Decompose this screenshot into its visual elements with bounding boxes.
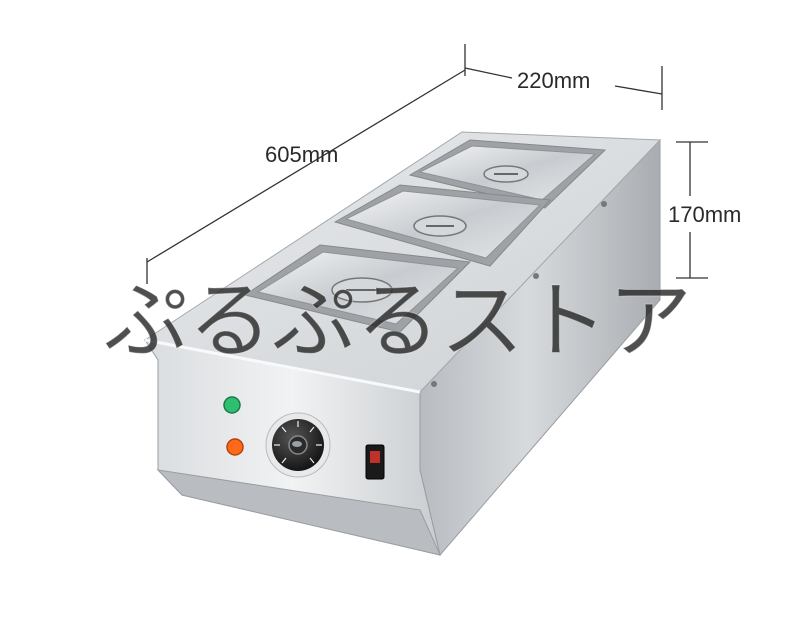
well-front xyxy=(243,244,472,333)
dimension-height: 170mm xyxy=(668,141,741,279)
length-label: 605mm xyxy=(265,142,338,167)
screw xyxy=(533,273,539,279)
dimension-width: 220mm xyxy=(464,66,663,110)
watermark-text: ぷるぷるストア xyxy=(104,272,692,370)
thermostat-knob[interactable] xyxy=(265,412,331,478)
power-indicator-light xyxy=(223,396,241,414)
heat-indicator-light xyxy=(226,438,244,456)
well-middle xyxy=(333,184,552,267)
dimension-length: 605mm xyxy=(146,44,466,284)
base-bevel xyxy=(156,469,441,556)
height-label: 170mm xyxy=(668,202,741,227)
width-label: 220mm xyxy=(517,68,590,93)
chocolate-warmer xyxy=(143,131,662,557)
rocker-switch[interactable] xyxy=(365,444,385,480)
screw xyxy=(431,381,437,387)
screw xyxy=(601,201,607,207)
